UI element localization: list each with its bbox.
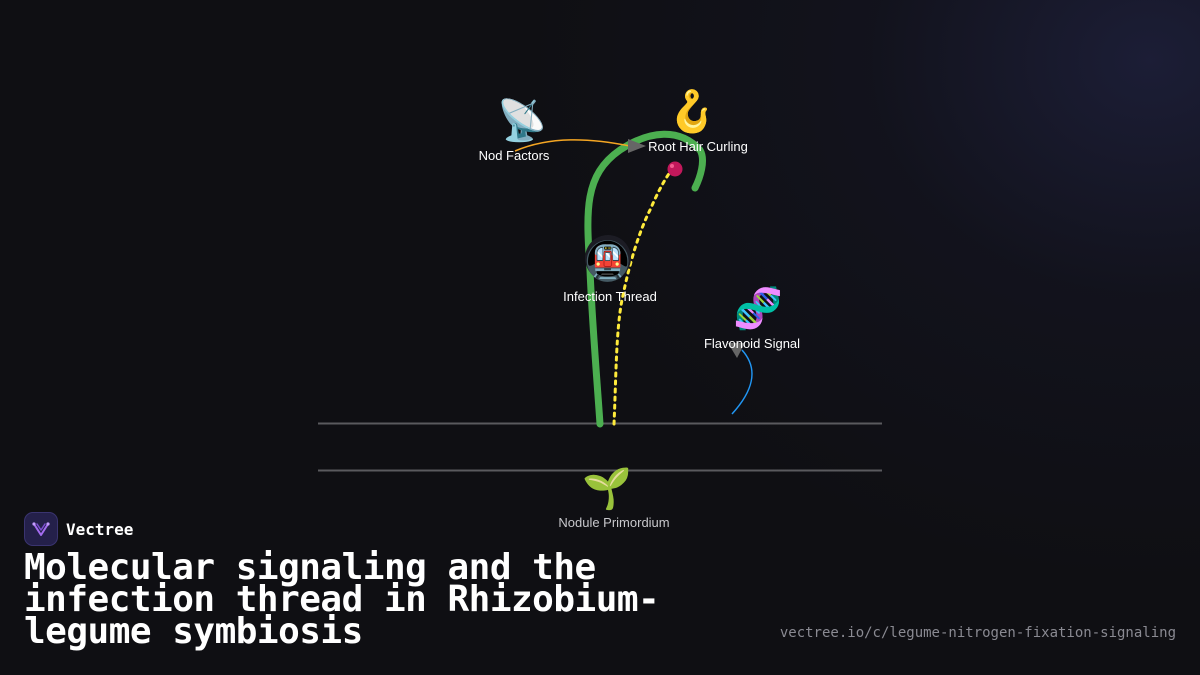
root-hair-curling-label: Root Hair Curling	[648, 139, 748, 154]
brand-name: Vectree	[66, 519, 134, 539]
flavonoid-signal-label: Flavonoid Signal	[704, 336, 800, 351]
brand: Vectree	[24, 512, 133, 546]
vectree-logo-mark	[32, 522, 50, 536]
nodule-primordium-label: Nodule Primordium	[558, 515, 669, 530]
bacterium-highlight	[670, 164, 674, 168]
satellite-antenna-icon: 📡	[497, 95, 547, 144]
rhizobium-bacterium	[667, 161, 683, 177]
nod-factors-label: Nod Factors	[479, 148, 550, 163]
page-title: Molecular signaling and the infection th…	[24, 547, 660, 652]
hook-icon: 🪝	[667, 88, 717, 135]
seedling-icon: 🌱	[582, 466, 632, 512]
infection-thread-icon-backdrop	[585, 235, 631, 281]
vectree-logo-icon	[24, 512, 58, 546]
nod-factor-arrowhead	[628, 139, 646, 153]
infection-path	[612, 166, 675, 426]
dna-icon: 🧬	[733, 284, 783, 332]
infection-thread-label: Infection Thread	[563, 289, 657, 304]
source-url[interactable]: vectree.io/c/legume-nitrogen-fixation-si…	[779, 625, 1176, 641]
flavonoid-arrowhead	[728, 343, 745, 358]
nod-factor-arrow	[514, 139, 631, 152]
flavonoid-arrow	[731, 349, 753, 415]
root-hair	[584, 130, 706, 428]
metro-train-icon: 🚇	[584, 239, 631, 283]
